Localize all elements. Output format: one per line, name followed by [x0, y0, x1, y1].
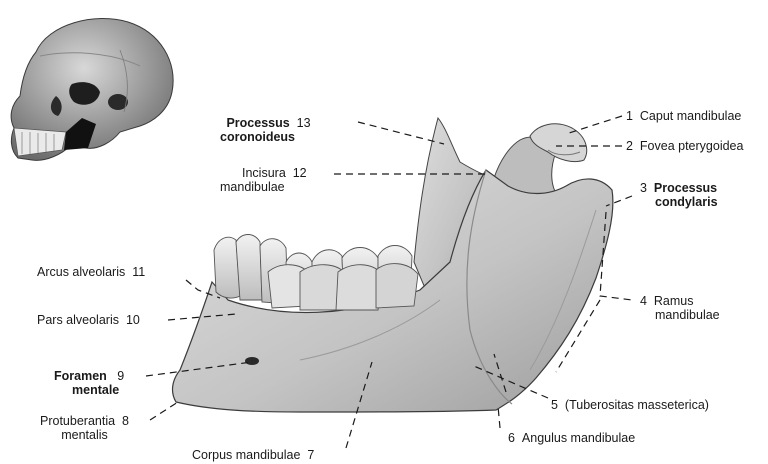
label-tuberositas-masseterica: 5 (Tuberositas masseterica): [551, 398, 709, 412]
label-angulus-mandibulae: 6 Angulus mandibulae: [508, 431, 635, 445]
label-protuberantia-mentalis: Protuberantia 8 mentalis: [40, 414, 129, 442]
label-pars-alveolaris: Pars alveolaris 10: [37, 313, 140, 327]
label-arcus-alveolaris: Arcus alveolaris 11: [37, 265, 145, 279]
label-fovea-pterygoidea: 2 Fovea pterygoidea: [626, 139, 743, 153]
leader-4: [600, 212, 632, 300]
label-incisura-mandibulae: Incisura 12 mandibulae: [220, 166, 307, 194]
label-corpus-mandibulae: Corpus mandibulae 7: [192, 448, 314, 462]
label-caput-mandibulae: 1 Caput mandibulae: [626, 109, 741, 123]
skull-thumbnail: [11, 19, 173, 161]
leader-1: [566, 116, 622, 134]
label-processus-condylaris: 3 Processus condylaris: [640, 181, 718, 209]
label-ramus-mandibulae: 4 Ramus mandibulae: [640, 294, 720, 322]
label-foramen-mentale: Foramen 9 mentale: [54, 369, 124, 397]
label-processus-coronoideus: Processus 13 coronoideus: [220, 116, 317, 144]
teeth: [214, 235, 418, 311]
leader-13: [358, 122, 444, 144]
foramen-mentale-hole: [245, 357, 259, 365]
leader-8: [150, 402, 178, 420]
leader-6: [498, 406, 500, 428]
